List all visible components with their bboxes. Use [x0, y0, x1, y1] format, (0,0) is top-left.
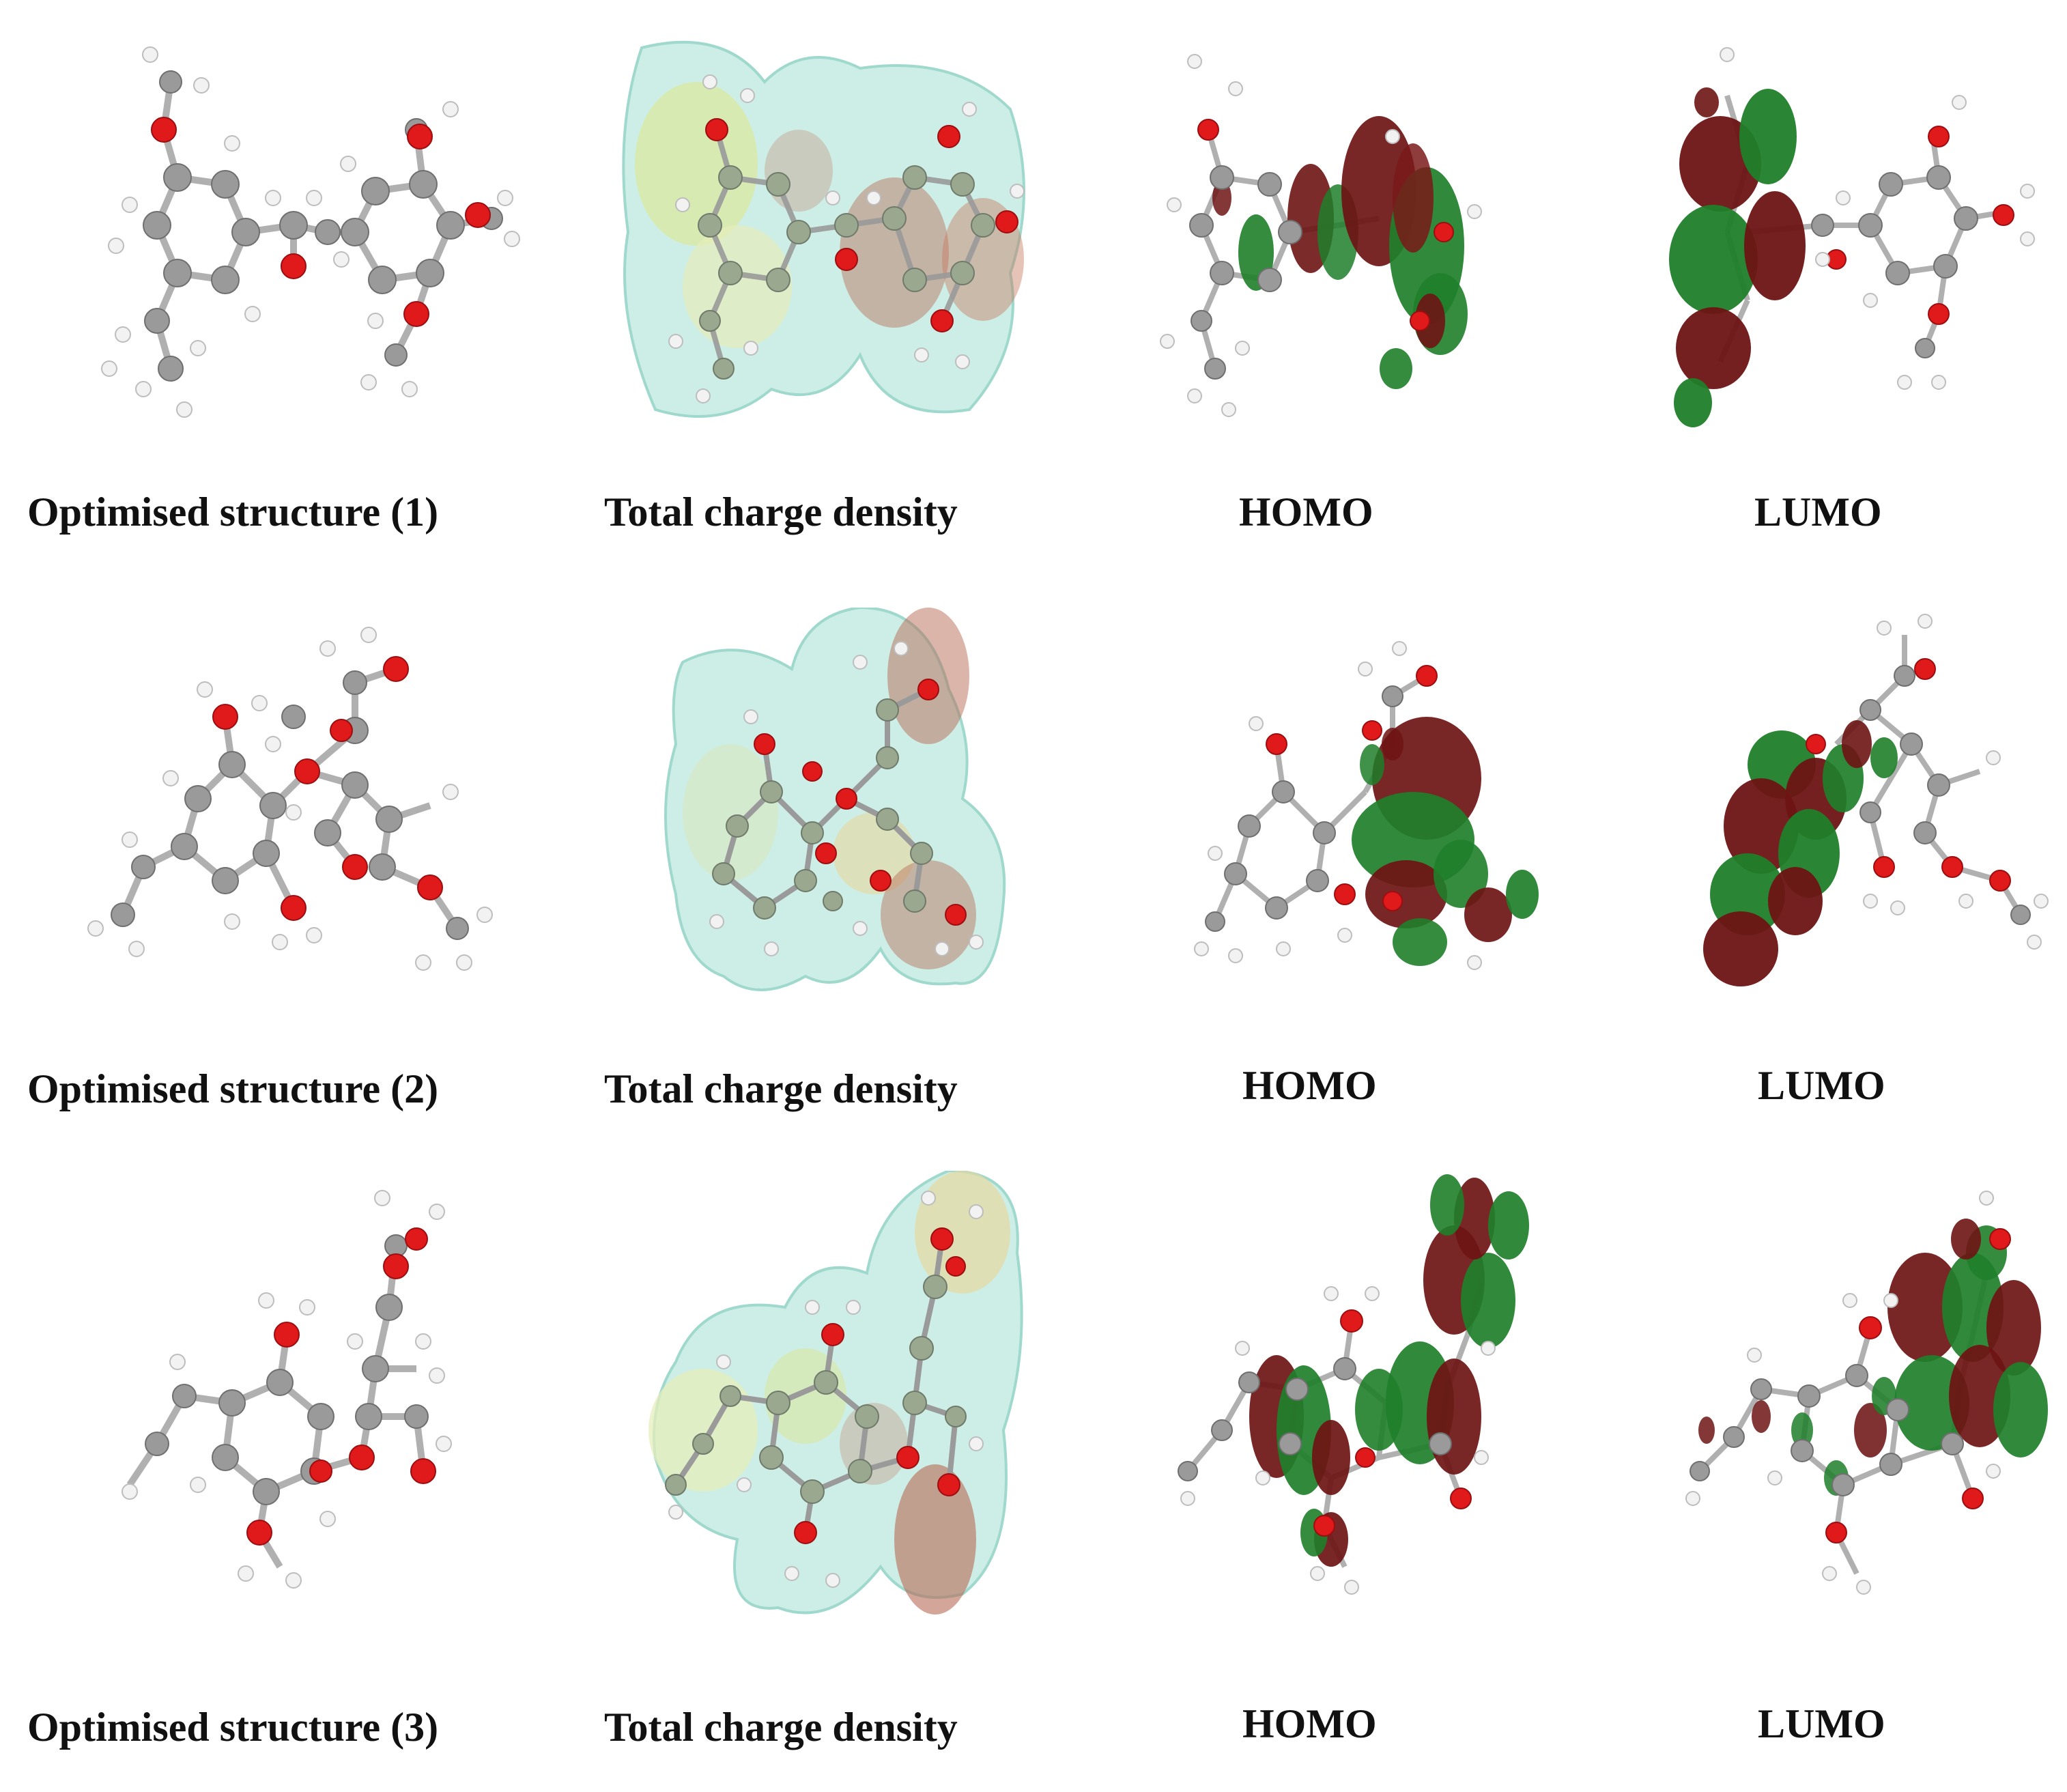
caption-homo-2: HOMO [1242, 1063, 1377, 1108]
molecule-1-structure [101, 46, 520, 418]
optimised-structure-1-model [68, 27, 532, 423]
homo-2-orbital [1188, 608, 1570, 997]
charge-density-3-surface [648, 1171, 1023, 1615]
total-charge-density-3-map [635, 1171, 1038, 1628]
lumo-1-surface [1669, 47, 2035, 427]
caption-lumo-3: LUMO [1758, 1701, 1885, 1746]
caption-lumo-2: LUMO [1758, 1063, 1885, 1108]
caption-homo-1: HOMO [1239, 489, 1373, 535]
optimised-structure-2-model [68, 608, 532, 990]
optimised-structure-3-model [96, 1171, 505, 1594]
charge-density-2-surface [664, 608, 1006, 991]
caption-total-charge-density-2: Total charge density [604, 1066, 958, 1111]
caption-homo-3: HOMO [1242, 1701, 1377, 1746]
homo-2-surface [1194, 641, 1539, 970]
total-charge-density-1-map [601, 27, 1044, 430]
homo-3-orbital [1160, 1171, 1570, 1608]
molecule-3-structure [122, 1190, 452, 1589]
lumo-3-surface [1685, 1191, 2048, 1595]
caption-lumo-1: LUMO [1754, 489, 1882, 535]
lumo-1-orbital [1666, 27, 2048, 437]
lumo-2-orbital [1679, 608, 2062, 997]
lumo-3-orbital [1666, 1171, 2062, 1608]
caption-total-charge-density-1: Total charge density [604, 489, 958, 535]
caption-optimised-structure-1: Optimised structure (1) [27, 489, 439, 535]
molecule-2-structure [87, 627, 493, 971]
total-charge-density-2-map [655, 608, 1024, 1004]
homo-1-orbital [1154, 27, 1563, 437]
charge-density-1-surface [622, 40, 1025, 418]
homo-1-surface [1160, 54, 1482, 417]
caption-optimised-structure-2: Optimised structure (2) [27, 1066, 439, 1111]
homo-3-surface [1178, 1174, 1529, 1595]
caption-total-charge-density-3: Total charge density [604, 1705, 958, 1750]
lumo-2-surface [1703, 614, 2049, 986]
caption-optimised-structure-3: Optimised structure (3) [27, 1705, 439, 1750]
